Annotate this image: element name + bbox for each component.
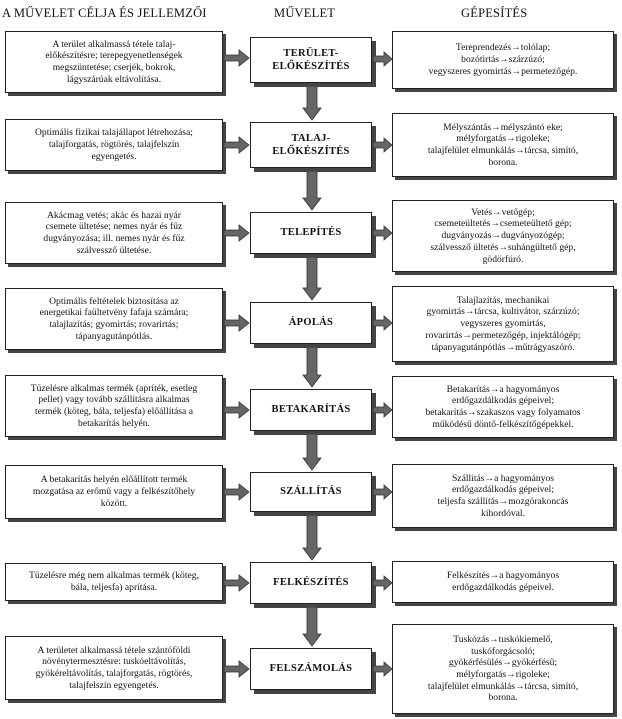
- operation-label: TERÜLET- ELŐKÉSZÍTÉS: [272, 47, 350, 72]
- arrow-down-icon: [302, 171, 322, 211]
- row-mechanization-text: Betakarítás→a hagyományos erdőgazdálkodá…: [425, 383, 581, 430]
- row-purpose-text: A területet alkalmassá tétele szántóföld…: [35, 644, 193, 691]
- row-mechanization-text: Tuskózás→tuskókiemelő, tuskóforgácsoló; …: [427, 633, 579, 704]
- operation-box: FELSZÁMOLÁS: [250, 648, 372, 690]
- row-mechanization-box: Talajlazítás, mechanikai gyomirtás→tárcs…: [392, 286, 614, 362]
- row-purpose-box: A betakarítás helyén előállított termék …: [5, 465, 223, 519]
- arrow-right-icon: [224, 224, 250, 242]
- operation-label: FELSZÁMOLÁS: [269, 663, 353, 675]
- row-purpose-box: Akácmag vetés; akác és hazai nyár csemet…: [5, 202, 223, 264]
- operation-label: BETAKARÍTÁS: [271, 404, 351, 416]
- row-mechanization-text: Mélyszántás→mélyszántó eke; mélyforgatás…: [427, 121, 579, 168]
- row-mechanization-box: Szállítás→a hagyományos erdőgazdálkodás …: [392, 464, 614, 528]
- row-mechanization-text: Talajlazítás, mechanikai gyomirtás→tárcs…: [425, 294, 581, 353]
- arrow-down-icon: [302, 515, 322, 561]
- arrow-right-icon: [373, 225, 393, 241]
- row-purpose-box: Tüzelésre még nem alkalmas termék (köteg…: [5, 563, 223, 601]
- row-purpose-text: Tüzelésre alkalmas termék (apríték, eset…: [30, 382, 198, 429]
- row-mechanization-box: Mélyszántás→mélyszántó eke; mélyforgatás…: [392, 113, 614, 177]
- operation-label: ÁPOLÁS: [288, 317, 334, 329]
- arrow-right-icon: [373, 484, 393, 500]
- row-purpose-text: Akácmag vetés; akác és hazai nyár csemet…: [43, 209, 185, 256]
- arrow-down-icon: [302, 607, 322, 647]
- row-purpose-box: A területet alkalmassá tétele szántóföld…: [5, 636, 223, 700]
- arrow-down-icon: [302, 257, 322, 301]
- row-purpose-box: A terület alkalmassá tétele talaj- előké…: [5, 31, 223, 93]
- header-mechanization: GÉPESÍTÉS: [461, 6, 528, 20]
- operation-box: FELKÉSZÍTÉS: [250, 562, 372, 604]
- arrow-down-icon: [302, 347, 322, 388]
- operation-box: TELEPÍTÉS: [250, 212, 372, 254]
- operation-label: TELEPÍTÉS: [280, 227, 342, 239]
- arrow-right-icon: [224, 314, 250, 332]
- operation-label: FELKÉSZÍTÉS: [273, 577, 349, 589]
- row-mechanization-text: Felkészítés→a hagyományos erdőgazdálkodá…: [446, 570, 560, 593]
- header-purpose: A MŰVELET CÉLJA ÉS JELLEMZŐI: [2, 6, 207, 20]
- row-purpose-box: Tüzelésre alkalmas termék (apríték, eset…: [5, 375, 223, 437]
- arrow-right-icon: [373, 402, 393, 418]
- arrow-right-icon: [224, 136, 250, 154]
- header-operation: MŰVELET: [274, 6, 336, 20]
- arrow-right-icon: [224, 49, 250, 67]
- arrow-down-icon: [302, 434, 322, 471]
- operation-box: BETAKARÍTÁS: [250, 389, 372, 431]
- operation-box: TALAJ- ELŐKÉSZÍTÉS: [250, 122, 372, 168]
- row-purpose-text: A terület alkalmassá tétele talaj- előké…: [45, 38, 183, 85]
- row-purpose-text: Tüzelésre még nem alkalmas termék (köteg…: [29, 570, 199, 593]
- arrow-down-icon: [302, 86, 322, 121]
- operation-box: SZÁLLÍTÁS: [250, 472, 372, 512]
- arrow-right-icon: [224, 401, 250, 419]
- row-mechanization-box: Tuskózás→tuskókiemelő, tuskóforgácsoló; …: [392, 624, 614, 714]
- arrow-right-icon: [373, 137, 393, 153]
- row-purpose-text: Optimális feltételek biztosítása az ener…: [39, 295, 189, 342]
- row-purpose-box: Optimális fizikai talajállapot létrehozá…: [5, 119, 223, 171]
- arrow-right-icon: [373, 51, 393, 67]
- arrow-right-icon: [373, 575, 393, 591]
- arrow-right-icon: [373, 315, 393, 331]
- row-purpose-text: Optimális fizikai talajállapot létrehozá…: [35, 127, 193, 162]
- arrow-right-icon: [373, 661, 393, 677]
- row-purpose-box: Optimális feltételek biztosítása az ener…: [5, 288, 223, 350]
- arrow-right-icon: [224, 574, 250, 592]
- row-mechanization-text: Szállítás→a hagyományos erdőgazdálkodás …: [437, 472, 569, 519]
- operation-label: TALAJ- ELŐKÉSZÍTÉS: [272, 132, 350, 157]
- arrow-right-icon: [224, 660, 250, 678]
- row-purpose-text: A betakarítás helyén előállított termék …: [32, 474, 196, 509]
- operation-box: TERÜLET- ELŐKÉSZÍTÉS: [250, 37, 372, 83]
- row-mechanization-box: Betakarítás→a hagyományos erdőgazdálkodá…: [392, 376, 614, 438]
- operation-box: ÁPOLÁS: [250, 302, 372, 344]
- arrow-right-icon: [224, 483, 250, 501]
- row-mechanization-box: Tereprendezés→tolólap; bozótirtás→szárzú…: [392, 31, 614, 89]
- row-mechanization-text: Vetés→vetőgép; csemeteültetés→csemeteült…: [430, 206, 576, 265]
- row-mechanization-text: Tereprendezés→tolólap; bozótirtás→szárzú…: [428, 42, 578, 77]
- row-mechanization-box: Vetés→vetőgép; csemeteültetés→csemeteült…: [392, 200, 614, 272]
- operation-label: SZÁLLÍTÁS: [280, 486, 342, 498]
- row-mechanization-box: Felkészítés→a hagyományos erdőgazdálkodá…: [392, 561, 614, 603]
